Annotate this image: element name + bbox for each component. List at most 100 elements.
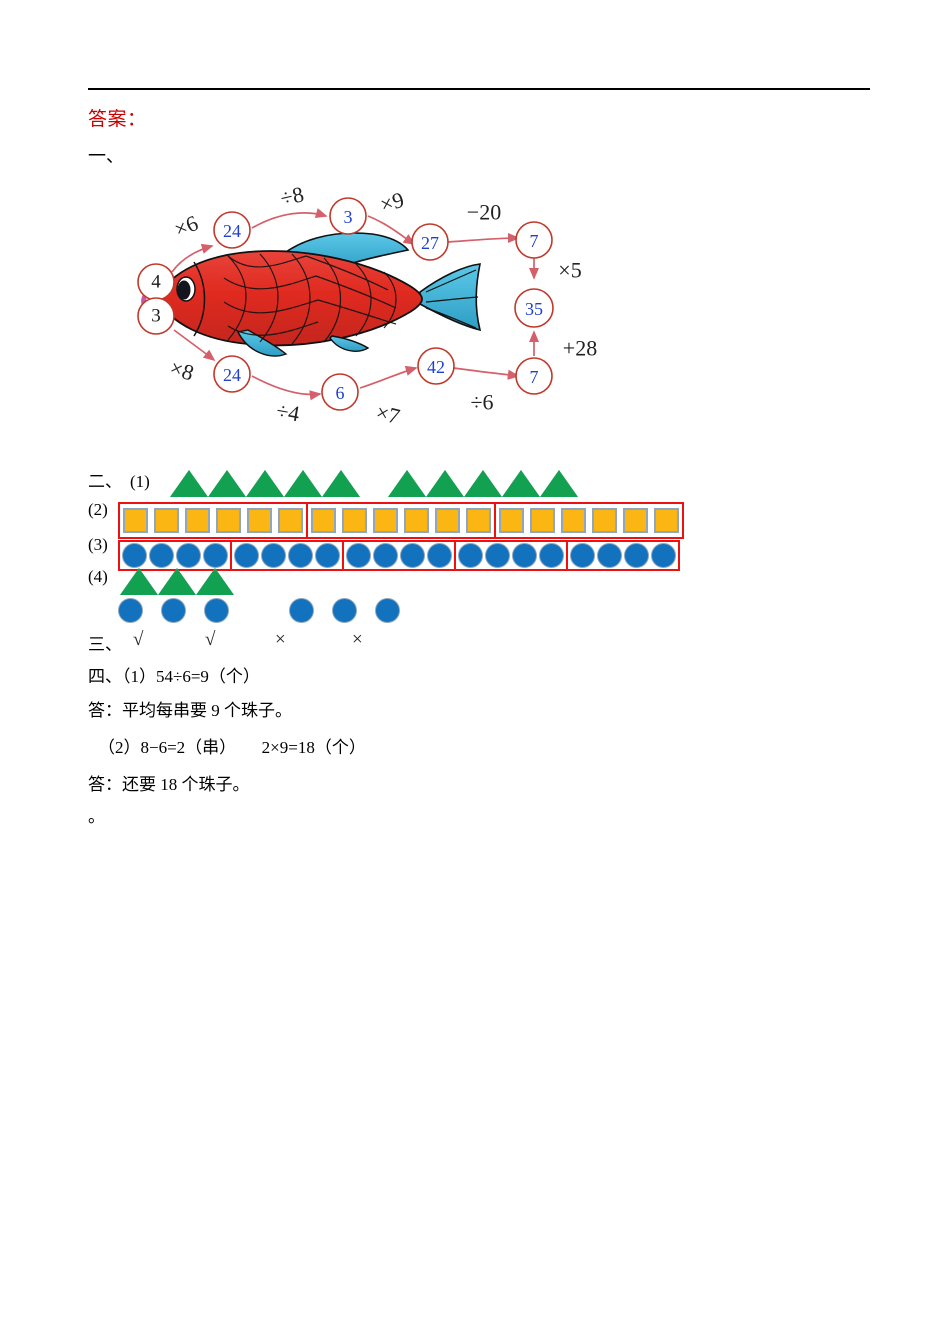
circle-group-box — [230, 540, 344, 571]
item-4-label: (4) — [88, 567, 108, 586]
node-bot-3-value: 42 — [427, 357, 445, 377]
circle-shape — [161, 598, 186, 623]
section-4-line-2: 答：平均每串要 9 个珠子。 — [88, 701, 292, 720]
circle-shape — [346, 543, 371, 568]
node-bot-3 — [417, 347, 455, 385]
node-top-3-value: 27 — [421, 233, 439, 253]
node-top-4-value: 7 — [530, 231, 539, 251]
node-top-3 — [411, 223, 449, 261]
square-group-box — [306, 502, 496, 539]
circle-shape — [261, 543, 286, 568]
square-shape — [216, 508, 241, 533]
circle-shape — [373, 543, 398, 568]
arrow-top-4 — [447, 232, 520, 244]
node-bot-4-value: 7 — [530, 367, 539, 387]
fish-operation-chain-diagram: 4 24 3 27 7 35 ×6 ÷8 ×9 −20 ×5 — [120, 180, 640, 440]
fish-illustration — [141, 232, 482, 357]
node-top-1 — [213, 211, 251, 249]
op-bot-0: ×8 — [167, 354, 197, 385]
circle-shape — [651, 543, 676, 568]
square-shape — [154, 508, 179, 533]
trailing-period: 。 — [88, 807, 105, 826]
circle-shape — [512, 543, 537, 568]
square-shape — [185, 508, 210, 533]
shape-row-squares — [118, 502, 684, 539]
square-shape — [311, 508, 336, 533]
circle-group-box — [566, 540, 680, 571]
op-top-1: ÷8 — [278, 181, 306, 211]
square-shape — [561, 508, 586, 533]
square-shape — [654, 508, 679, 533]
triangle-shape — [196, 568, 234, 595]
header-rule — [88, 88, 870, 90]
arrow-bot-3 — [359, 365, 418, 389]
triangle-shape — [158, 568, 196, 595]
square-shape — [592, 508, 617, 533]
shape-row-circles-2 — [118, 598, 400, 623]
node-bot-1-value: 24 — [223, 365, 241, 385]
mark-1: √ — [133, 629, 144, 650]
answers-heading: 答案： — [88, 109, 147, 130]
op-top-4: ×5 — [558, 258, 581, 283]
node-top-5-value: 35 — [525, 299, 543, 319]
op-top-3: −20 — [467, 200, 501, 225]
circle-shape — [289, 598, 314, 623]
arrow-bot-4 — [453, 367, 520, 380]
op-top-2: ×9 — [377, 187, 406, 217]
section-1-label: 一、 — [88, 146, 124, 166]
arrow-top-1 — [171, 243, 214, 273]
node-top-5 — [514, 288, 554, 328]
circle-shape — [400, 543, 425, 568]
circle-shape — [427, 543, 452, 568]
square-shape — [435, 508, 460, 533]
square-shape — [499, 508, 524, 533]
op-bot-3: ÷6 — [470, 390, 493, 415]
arrow-top-2 — [251, 208, 328, 229]
circle-group-box — [118, 540, 232, 571]
section-4-line1-text: （1）54÷6=9（个） — [122, 667, 260, 686]
circle-shape — [332, 598, 357, 623]
square-group-box — [118, 502, 308, 539]
arrow-top-3 — [367, 215, 416, 245]
square-shape — [623, 508, 648, 533]
square-group-box — [494, 502, 684, 539]
triangle-shape — [464, 470, 502, 497]
section-4-line-4: 答：还要 18 个珠子。 — [88, 775, 250, 794]
square-shape — [123, 508, 148, 533]
arrow-bot-1 — [173, 329, 216, 362]
triangle-shape — [322, 470, 360, 497]
circle-shape — [118, 598, 143, 623]
circle-shape — [570, 543, 595, 568]
mark-4: × — [352, 629, 363, 650]
circle-shape — [204, 598, 229, 623]
shape-row-circles — [118, 540, 680, 571]
item-2-label: (2) — [88, 500, 108, 519]
triangle-shape — [246, 470, 284, 497]
square-shape — [247, 508, 272, 533]
triangle-shape — [502, 470, 540, 497]
node-bot-0 — [137, 297, 175, 335]
circle-group — [289, 598, 400, 623]
mark-3: × — [275, 629, 286, 650]
node-bot-1 — [213, 355, 251, 393]
triangle-shape — [170, 470, 208, 497]
mark-2: √ — [205, 629, 216, 650]
square-shape — [278, 508, 303, 533]
op-bot-1: ÷4 — [274, 398, 301, 427]
circle-shape — [149, 543, 174, 568]
node-bot-2-value: 6 — [336, 383, 345, 403]
section-3-label: 三、 — [88, 635, 122, 654]
circle-shape — [597, 543, 622, 568]
op-bot-2: ×7 — [374, 399, 403, 429]
circle-shape — [122, 543, 147, 568]
circle-shape — [539, 543, 564, 568]
circle-shape — [485, 543, 510, 568]
circle-shape — [375, 598, 400, 623]
circle-shape — [203, 543, 228, 568]
node-bot-0-value: 3 — [151, 306, 161, 327]
triangle-shape — [284, 470, 322, 497]
op-top-0: ×6 — [170, 210, 201, 242]
section-4-line-1: 四、（1）54÷6=9（个） — [88, 662, 260, 687]
op-bot-4: +28 — [563, 336, 597, 361]
